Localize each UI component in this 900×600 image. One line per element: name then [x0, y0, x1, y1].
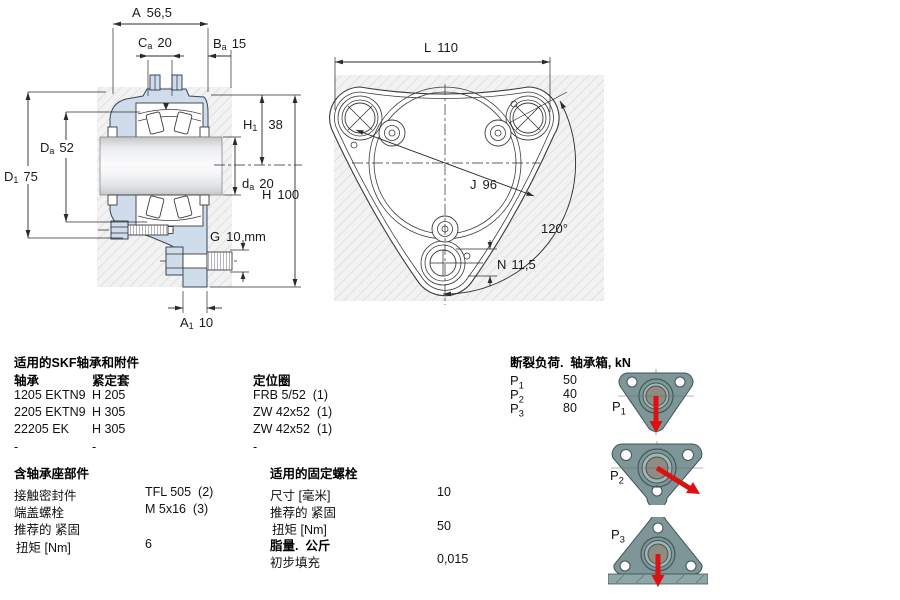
row-label: 尺寸 [毫米] [270, 489, 331, 503]
load-arrow-p3 [651, 554, 665, 587]
table-cell: 2205 EKTN9 [14, 405, 86, 419]
table-cell: 50 [563, 373, 577, 387]
attachment-bolt [160, 246, 240, 276]
boss-top-left [378, 119, 406, 147]
row-label: 推荐的 紧固 [270, 506, 336, 520]
row-label: 推荐的 紧固 [14, 523, 80, 537]
load-photo-p1 [618, 369, 694, 435]
row-value: 6 [145, 537, 152, 551]
load-arrow-p1 [649, 396, 663, 433]
row-label: 接触密封件 [14, 489, 77, 503]
row-label: 初步填充 [270, 556, 321, 570]
load-photo-p3 [608, 517, 708, 587]
locating-rings-title: 定位圈 [253, 374, 291, 388]
row-label: 扭矩 [Nm] [272, 523, 327, 537]
row-value: TFL 505 (2) [145, 485, 214, 499]
breaking-load-row-label: P1 [510, 373, 524, 392]
table-cell: 22205 EK [14, 422, 69, 436]
load-arrow-p2 [655, 465, 700, 494]
table-cell: H 305 [92, 405, 126, 419]
boss-top-right [484, 119, 512, 147]
row-label: 扭矩 [Nm] [16, 541, 71, 555]
table-cell: ZW 42x52 (1) [253, 422, 333, 436]
table-cell: 1205 EKTN9 [14, 388, 86, 402]
attachment-bolts-title: 适用的固定螺栓 [270, 467, 358, 481]
bearings-col-sleeve: 紧定套 [92, 374, 130, 388]
row-value: M 5x16 (3) [145, 502, 209, 516]
table-cell: - [253, 440, 258, 454]
load-photo-p2 [611, 441, 703, 505]
row-value: 0,015 [437, 552, 469, 566]
load-image-label-p2: P2 [610, 468, 624, 487]
shaft [99, 136, 223, 196]
grease-fitting [98, 220, 174, 240]
load-image-label-p3: P3 [611, 527, 625, 546]
row-value: 10 [437, 485, 451, 499]
bearing-upper [135, 102, 204, 138]
breaking-load-row-label: P2 [510, 387, 524, 406]
bolt-hex-head [165, 246, 184, 276]
table-cell: ZW 42x52 (1) [253, 405, 333, 419]
table-cell: - [14, 440, 19, 454]
lube-hole-marker [163, 103, 169, 110]
row-label: 端盖螺栓 [14, 506, 65, 520]
breaking-load-title: 断裂负荷. 轴承箱, kN [510, 356, 631, 370]
load-image-label-p1: P1 [612, 399, 626, 418]
grease-title: 脂量. 公斤 [270, 539, 331, 553]
bolt-hole-top-right [512, 102, 544, 134]
dim-angle: 120° [541, 221, 568, 236]
bolt-hole-bottom [429, 249, 483, 277]
bolt-hole-top-left [344, 102, 376, 134]
bearings-col-bearing: 轴承 [14, 374, 40, 388]
table-cell: H 205 [92, 388, 126, 402]
bearing-lower [135, 194, 204, 227]
table-cell: FRB 5/52 (1) [253, 388, 329, 402]
housing-parts-title: 含轴承座部件 [14, 467, 90, 481]
table-cell: 40 [563, 387, 577, 401]
bearings-table-title: 适用的SKF轴承和附件 [14, 356, 140, 370]
table-cell: H 305 [92, 422, 126, 436]
table-cell: - [92, 440, 97, 454]
row-value: 50 [437, 519, 451, 533]
breaking-load-row-label: P3 [510, 401, 524, 420]
housing-upper-section [107, 74, 210, 138]
table-cell: 80 [563, 401, 577, 415]
